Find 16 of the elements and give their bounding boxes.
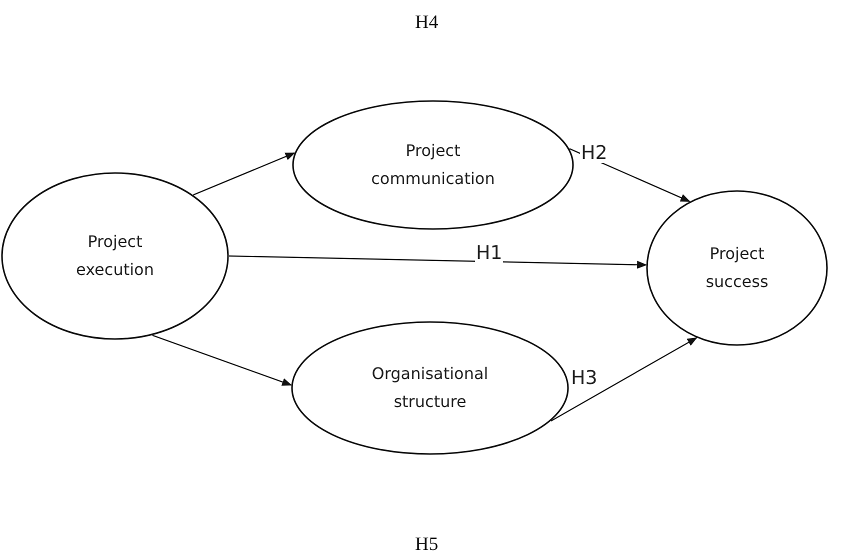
arrow [152, 334, 292, 386]
node-label: Project success [704, 243, 770, 293]
hypothesis-label: H5 [415, 534, 438, 556]
arrow [550, 337, 698, 422]
node-label: Project communication [370, 140, 496, 190]
arrow [228, 255, 648, 269]
hypothesis-label: H4 [415, 12, 438, 34]
ellipse-node [1, 172, 229, 340]
edge-label: H1 [475, 243, 504, 263]
arrow [193, 152, 296, 196]
ellipse-node [646, 190, 828, 346]
node-label: Organisational structure [370, 363, 490, 413]
ellipse-node [292, 100, 574, 230]
ellipse-node [291, 321, 569, 455]
edge-label: H2 [580, 143, 608, 163]
node-label: Project execution [75, 231, 155, 281]
